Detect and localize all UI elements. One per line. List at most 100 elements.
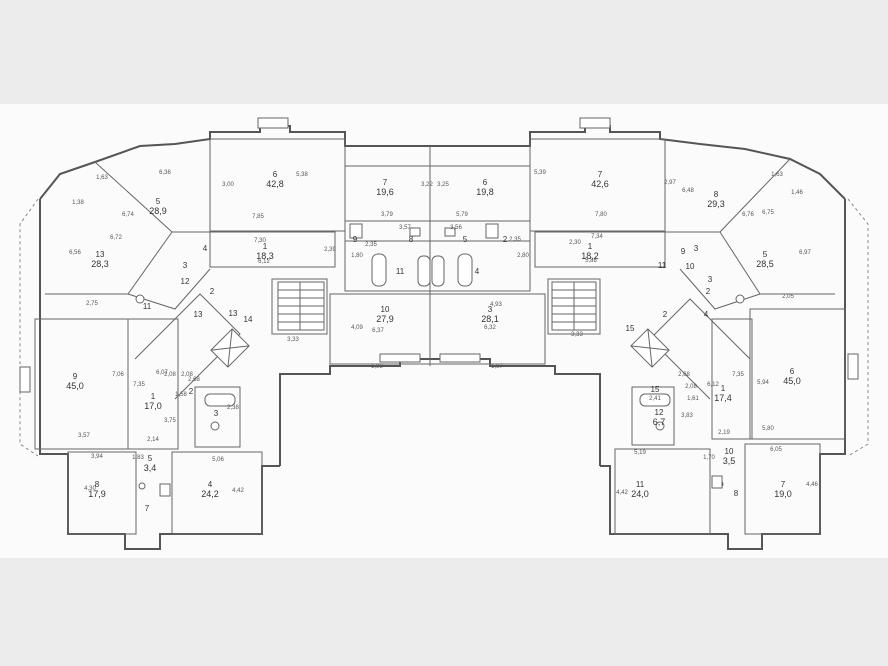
room-number-label: 2 bbox=[663, 310, 668, 319]
room-area: 3,5 bbox=[723, 456, 736, 466]
dimension-label: 7,34 bbox=[591, 234, 603, 240]
dimension-label: 1,58 bbox=[175, 392, 187, 398]
dimension-label: 2,39 bbox=[324, 247, 336, 253]
room-number-label: 7 bbox=[145, 504, 150, 513]
room-area: 18,2 bbox=[581, 251, 599, 261]
dimension-label: 1,63 bbox=[771, 172, 783, 178]
room-number-label: 11 bbox=[396, 267, 405, 276]
room-area: 17,9 bbox=[88, 489, 106, 499]
dimension-label: 5,94 bbox=[757, 380, 769, 386]
room-number: 5 bbox=[156, 197, 161, 206]
room-number-label: 9 bbox=[681, 247, 686, 256]
dimension-label: 3,25 bbox=[437, 182, 449, 188]
dimension-label: 4,46 bbox=[806, 482, 818, 488]
room-number-label: 2 bbox=[503, 235, 508, 244]
room-number: 11 bbox=[636, 480, 645, 489]
dimension-label: 7,06 bbox=[112, 372, 124, 378]
room-number-label: 3 bbox=[183, 261, 188, 270]
room-number: 1 bbox=[151, 392, 156, 401]
dimension-label: 6,97 bbox=[799, 250, 811, 256]
dimension-label: 5,06 bbox=[212, 457, 224, 463]
room-area: 3,4 bbox=[144, 463, 157, 473]
interior-walls-right bbox=[429, 138, 846, 535]
dimension-label: 1,83 bbox=[132, 455, 144, 461]
room-area: 42,6 bbox=[591, 179, 609, 189]
dimension-label: 2,68 bbox=[678, 372, 690, 378]
room-number: 6 bbox=[790, 367, 795, 376]
room-number-label: 3 bbox=[214, 409, 219, 418]
dimension-label: 5,79 bbox=[456, 212, 468, 218]
dimension-label: 5,39 bbox=[534, 170, 546, 176]
room-area: 28,3 bbox=[91, 259, 109, 269]
room-number: 1 bbox=[263, 242, 268, 251]
dimension-label: 3,94 bbox=[91, 454, 103, 460]
room-number: 7 bbox=[383, 178, 388, 187]
windows bbox=[19, 117, 859, 393]
room-area: 24,2 bbox=[201, 489, 219, 499]
dimension-label: 3,57 bbox=[399, 225, 411, 231]
dimension-label: 1,61 bbox=[687, 396, 699, 402]
room-area: 29,3 bbox=[707, 199, 725, 209]
room-number-label: 11 bbox=[658, 261, 667, 270]
room-area: 42,8 bbox=[266, 179, 284, 189]
dimension-label: 2,35 bbox=[365, 242, 377, 248]
room-number-label: 4 bbox=[704, 310, 709, 319]
dimension-label: 2,75 bbox=[86, 301, 98, 307]
room-area: 28,9 bbox=[149, 206, 167, 216]
room-number-label: 3 bbox=[694, 244, 699, 253]
dimension-label: 1,46 bbox=[791, 190, 803, 196]
room-number: 6 bbox=[273, 170, 278, 179]
dimension-label: 2,14 bbox=[147, 437, 159, 443]
room-number: 10 bbox=[381, 305, 390, 314]
stairs-right bbox=[551, 281, 597, 331]
room-number-label: 8 bbox=[734, 489, 739, 498]
room-number-label: 4 bbox=[203, 244, 208, 253]
dimension-label: 1,98 bbox=[371, 364, 383, 370]
room-number: 9 bbox=[73, 372, 78, 381]
room-number-label: 13 bbox=[229, 309, 238, 318]
elevator-left bbox=[210, 328, 250, 368]
dimension-label: 2,08 bbox=[164, 372, 176, 378]
dimension-label: 3,79 bbox=[381, 212, 393, 218]
dimension-label: 3,57 bbox=[78, 433, 90, 439]
room-number: 7 bbox=[598, 170, 603, 179]
dimension-label: 5,88 bbox=[585, 258, 597, 264]
room-area: 19,0 bbox=[774, 489, 792, 499]
dimension-label: 4,93 bbox=[490, 302, 502, 308]
dimension-label: 5,38 bbox=[296, 172, 308, 178]
room-area: 19,6 bbox=[376, 187, 394, 197]
elevator-right bbox=[630, 328, 670, 368]
dimension-label: 4,09 bbox=[351, 325, 363, 331]
dimension-label: 2,30 bbox=[569, 240, 581, 246]
dimension-label: 6,48 bbox=[682, 188, 694, 194]
room-area: 45,0 bbox=[783, 376, 801, 386]
dimension-label: 5,80 bbox=[762, 426, 774, 432]
room-area: 24,0 bbox=[631, 489, 649, 499]
dimension-label: 6,76 bbox=[742, 212, 754, 218]
room-number: 12 bbox=[655, 408, 664, 417]
dimension-label: 2,68 bbox=[188, 377, 200, 383]
room-area: 28,1 bbox=[481, 314, 499, 324]
dimension-label: 4,42 bbox=[232, 488, 244, 494]
room-number: 4 bbox=[208, 480, 213, 489]
dimension-label: 4,42 bbox=[616, 490, 628, 496]
dimension-label: 1,80 bbox=[351, 253, 363, 259]
dimension-label: 7,85 bbox=[252, 214, 264, 220]
room-number: 3 bbox=[488, 305, 493, 314]
dimension-label: 2,38 bbox=[227, 405, 239, 411]
dimension-label: 4,30 bbox=[84, 486, 96, 492]
dimension-label: 6,12 bbox=[258, 259, 270, 265]
floor-plan: 642,8528,91328,3118,3719,6619,8742,6829,… bbox=[19, 117, 869, 550]
dimension-label: 7,35 bbox=[732, 372, 744, 378]
dimension-label: 6,72 bbox=[110, 235, 122, 241]
room-number: 1 bbox=[721, 384, 726, 393]
room-area: 28,5 bbox=[756, 259, 774, 269]
room-number: 5 bbox=[148, 454, 153, 463]
outer-wall-right-wing bbox=[430, 125, 869, 550]
room-area: 17,0 bbox=[144, 401, 162, 411]
dimension-label: 2,19 bbox=[718, 430, 730, 436]
room-labels: 642,8528,91328,3118,3719,6619,8742,6829,… bbox=[66, 170, 801, 499]
room-number-label: 11 bbox=[143, 302, 152, 311]
room-number: 8 bbox=[95, 480, 100, 489]
